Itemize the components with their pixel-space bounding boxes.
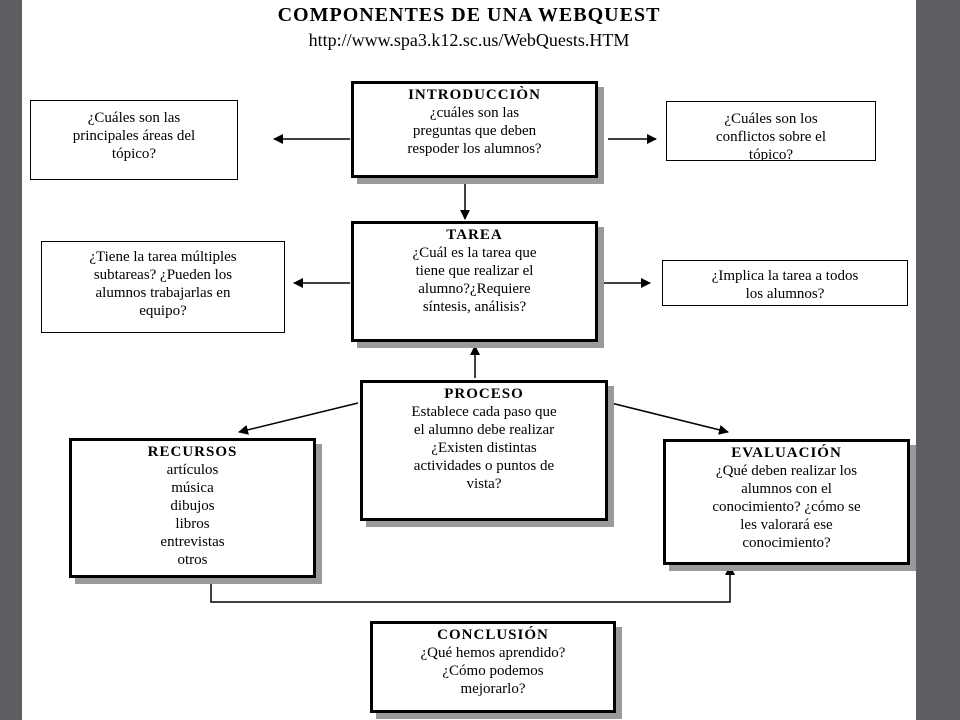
node-recursos-text: artículos música dibujos libros entrevis… xyxy=(160,462,225,568)
diagram-slide: COMPONENTES DE UNA WEBQUEST http://www.s… xyxy=(22,0,916,720)
node-tarea-right: ¿Implica la tarea a todos los alumnos? xyxy=(662,260,908,306)
node-evaluacion-text: ¿Qué deben realizar los alumnos con el c… xyxy=(712,463,861,551)
node-conclusion-label: CONCLUSIÓN xyxy=(437,627,549,643)
node-evaluacion: EVALUACIÓN ¿Qué deben realizar los alumn… xyxy=(663,439,910,565)
node-introduccion-text: ¿cuáles son las preguntas que deben resp… xyxy=(407,105,542,157)
node-proceso: PROCESO Establece cada paso que el alumn… xyxy=(360,380,608,521)
node-introduccion: INTRODUCCIÒN ¿cuáles son las preguntas q… xyxy=(351,81,598,178)
arrow-proceso-to-recursos xyxy=(238,402,359,435)
node-intro-left: ¿Cuáles son las principales áreas del tó… xyxy=(30,100,238,180)
node-proceso-text: Establece cada paso que el alumno debe r… xyxy=(411,404,557,492)
node-recursos: RECURSOS artículos música dibujos libros… xyxy=(69,438,316,578)
arrow-recursos-to-evaluacion xyxy=(210,565,735,603)
left-frame xyxy=(0,0,22,720)
node-conclusion: CONCLUSIÓN ¿Qué hemos aprendido? ¿Cómo p… xyxy=(370,621,616,713)
node-intro-right-text: ¿Cuáles son los conflictos sobre el tópi… xyxy=(716,111,826,161)
node-evaluacion-label: EVALUACIÓN xyxy=(731,445,842,461)
arrow-proceso-to-evaluacion xyxy=(610,402,729,435)
node-tarea-right-text: ¿Implica la tarea a todos los alumnos? xyxy=(711,268,859,302)
node-tarea-left: ¿Tiene la tarea múltiples subtareas? ¿Pu… xyxy=(41,241,285,333)
connector-arrows xyxy=(210,134,735,603)
node-conclusion-text: ¿Qué hemos aprendido? ¿Cómo podemos mejo… xyxy=(420,645,566,697)
right-frame xyxy=(916,0,960,720)
node-intro-right: ¿Cuáles son los conflictos sobre el tópi… xyxy=(666,101,876,161)
node-tarea: TAREA ¿Cuál es la tarea que tiene que re… xyxy=(351,221,598,342)
node-introduccion-label: INTRODUCCIÒN xyxy=(408,87,541,103)
node-tarea-label: TAREA xyxy=(446,227,503,243)
node-recursos-label: RECURSOS xyxy=(147,444,238,460)
node-intro-left-text: ¿Cuáles son las principales áreas del tó… xyxy=(72,110,196,162)
source-url: http://www.spa3.k12.sc.us/WebQuests.HTM xyxy=(308,30,630,50)
node-tarea-text: ¿Cuál es la tarea que tiene que realizar… xyxy=(412,245,537,315)
diagram-title: COMPONENTES DE UNA WEBQUEST xyxy=(277,4,661,26)
node-tarea-left-text: ¿Tiene la tarea múltiples subtareas? ¿Pu… xyxy=(89,249,237,319)
node-proceso-label: PROCESO xyxy=(444,386,524,402)
